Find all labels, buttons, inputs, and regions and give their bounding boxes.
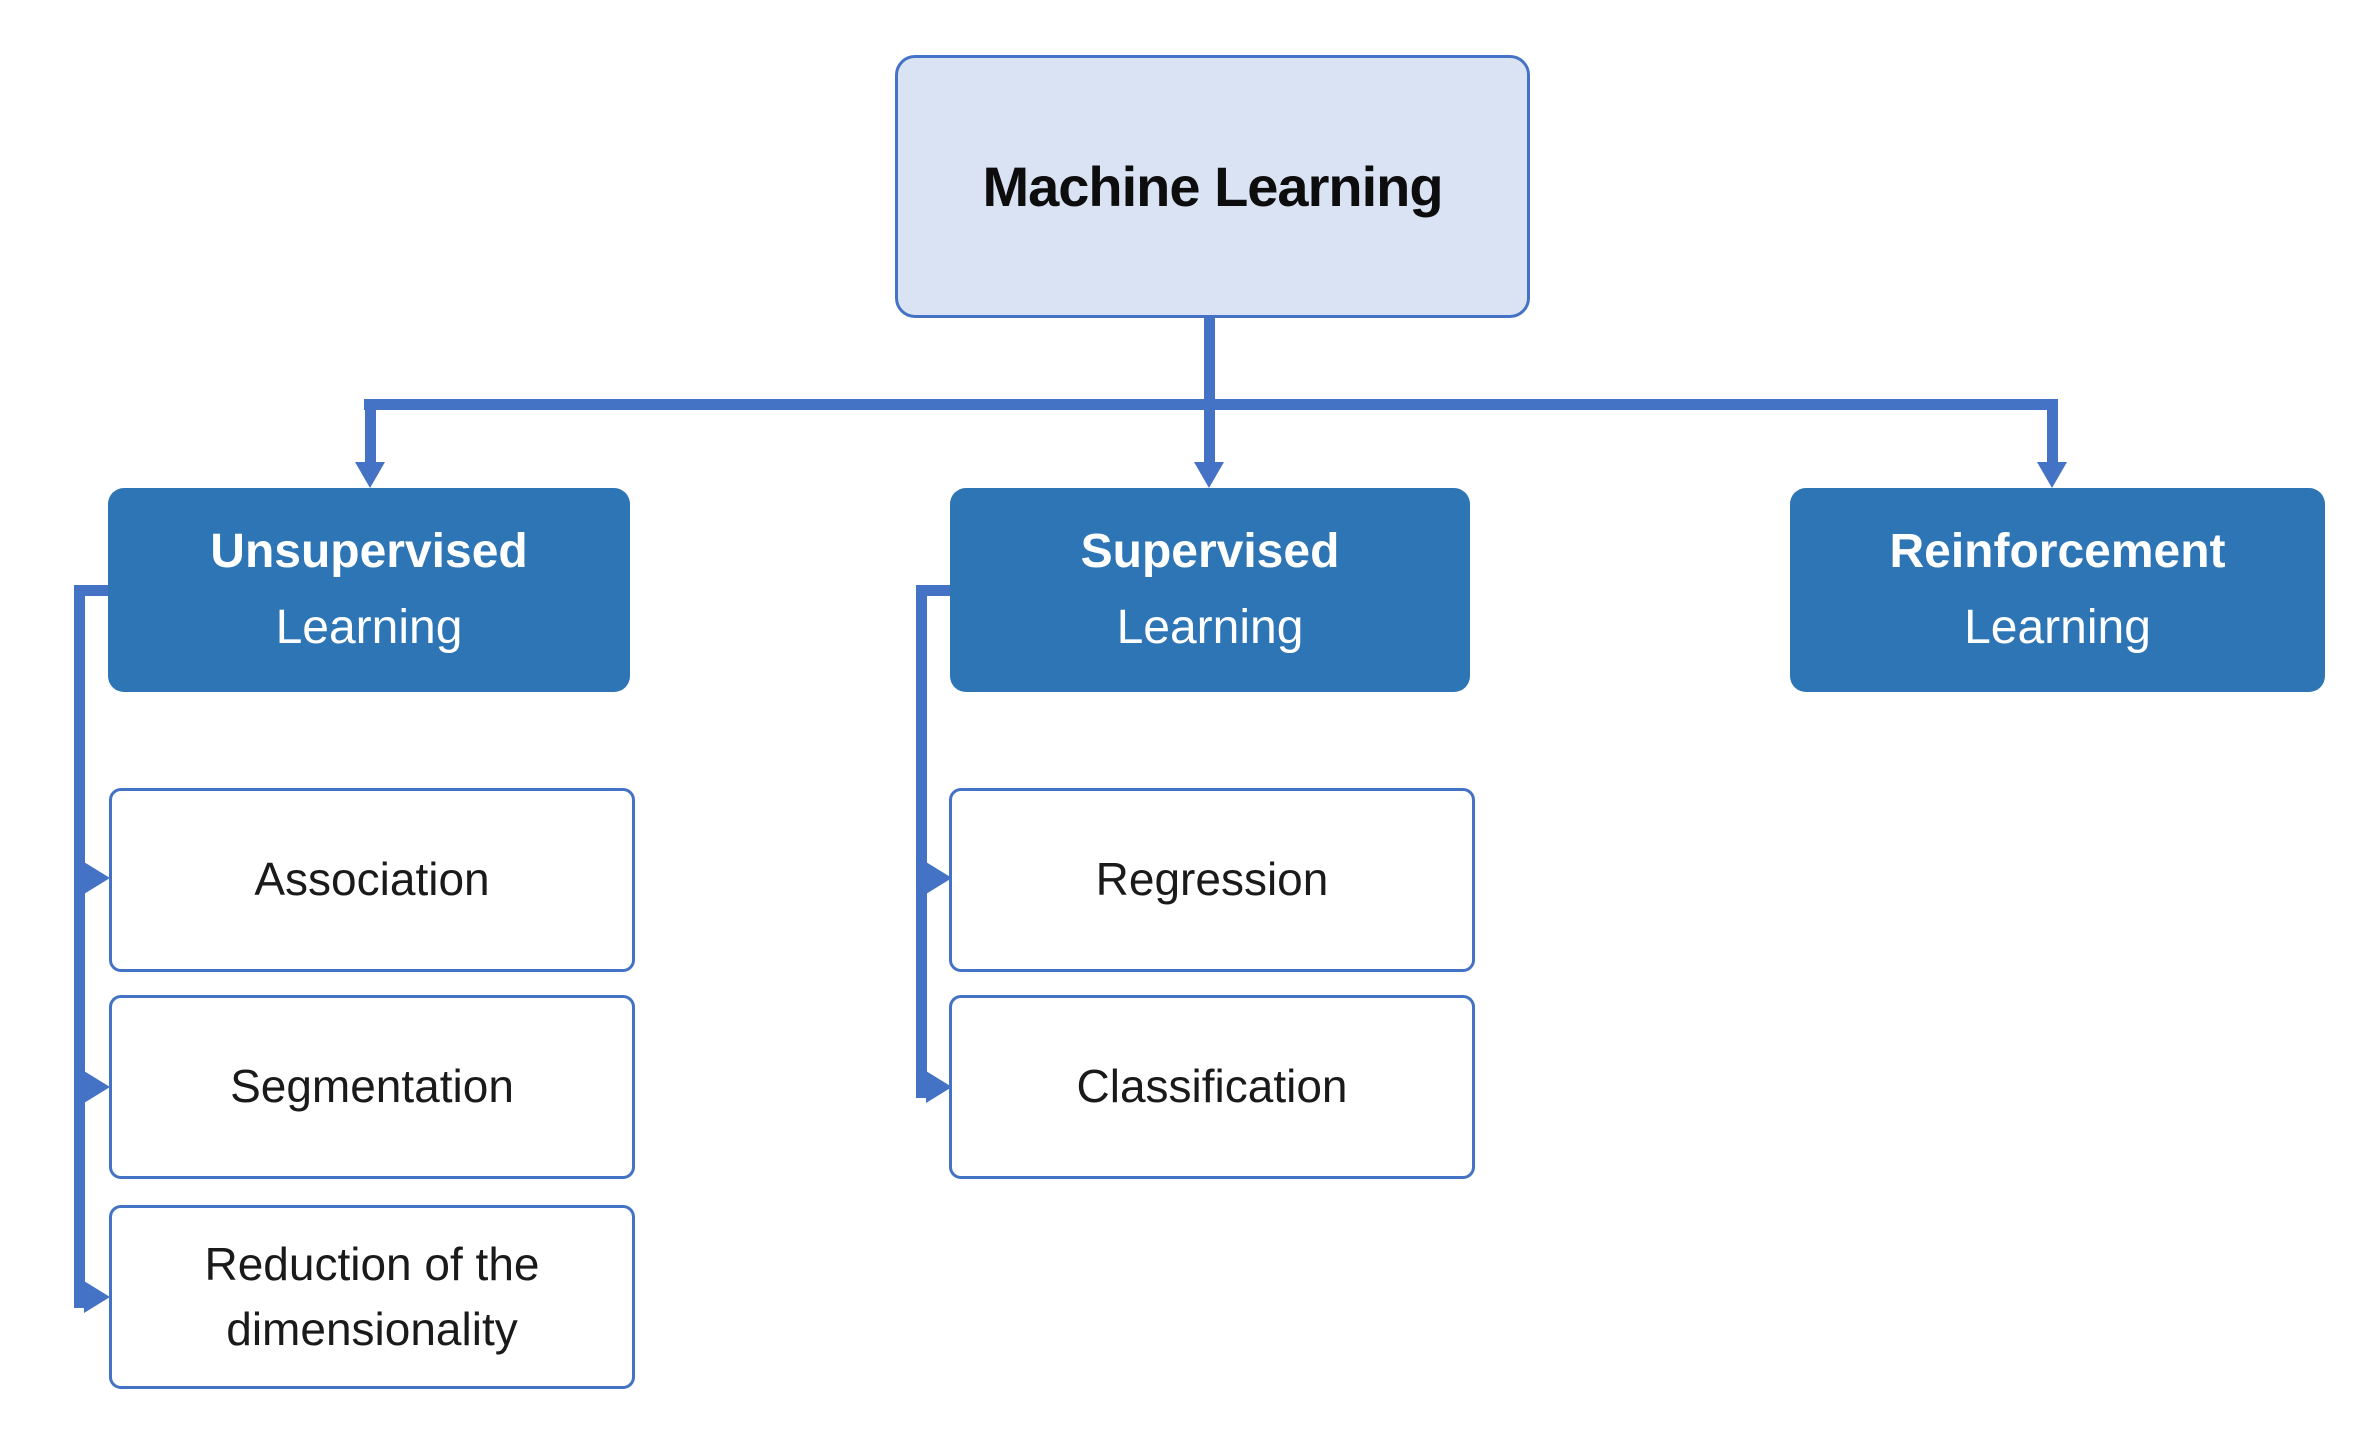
node-regression-label: Regression xyxy=(1095,853,1329,906)
node-regression: Regression xyxy=(949,788,1475,972)
arrowhead-down-unsupervised-icon xyxy=(355,462,385,488)
node-association-label: Association xyxy=(254,853,490,906)
arrowhead-right-classification-icon xyxy=(926,1071,952,1103)
node-classification: Classification xyxy=(949,995,1475,1179)
connector-root-drop xyxy=(1204,318,1215,462)
arrowhead-down-reinforcement-icon xyxy=(2037,462,2067,488)
node-machine-learning: Machine Learning xyxy=(895,55,1530,318)
connector-drop-reinforcement xyxy=(2047,399,2058,462)
connector-horizontal-bus xyxy=(364,399,2058,410)
node-segmentation-label: Segmentation xyxy=(230,1060,514,1113)
connector-drop-unsupervised xyxy=(365,399,376,462)
node-reduction-of-dimensionality-label: Reduction of the dimensionality xyxy=(204,1237,540,1355)
arrowhead-right-association-icon xyxy=(84,862,110,894)
node-classification-label: Classification xyxy=(1076,1060,1348,1113)
node-segmentation: Segmentation xyxy=(109,995,635,1179)
node-association: Association xyxy=(109,788,635,972)
node-reinforcement-learning: Reinforcement Learning xyxy=(1790,488,2325,692)
node-reinforcement-learning-label-line1: Reinforcement xyxy=(1889,525,2226,578)
node-machine-learning-label: Machine Learning xyxy=(982,155,1443,218)
connector-unsupervised-rail xyxy=(74,585,85,1308)
node-unsupervised-learning-label-line1: Unsupervised xyxy=(210,525,528,578)
arrowhead-right-reduction-icon xyxy=(84,1281,110,1313)
node-supervised-learning-label-line2: Learning xyxy=(1116,601,1304,654)
node-unsupervised-learning-label-line2: Learning xyxy=(275,601,463,654)
arrowhead-right-regression-icon xyxy=(926,862,952,894)
arrowhead-right-segmentation-icon xyxy=(84,1071,110,1103)
node-unsupervised-learning: Unsupervised Learning xyxy=(108,488,630,692)
node-reinforcement-learning-label-line2: Learning xyxy=(1964,601,2151,654)
connector-supervised-rail xyxy=(916,585,927,1098)
node-supervised-learning-label-line1: Supervised xyxy=(1080,525,1340,578)
connector-unsupervised-stub xyxy=(74,585,108,596)
node-supervised-learning: Supervised Learning xyxy=(950,488,1470,692)
connector-supervised-stub xyxy=(916,585,950,596)
node-reduction-of-dimensionality: Reduction of the dimensionality xyxy=(109,1205,635,1389)
arrowhead-down-supervised-icon xyxy=(1194,462,1224,488)
